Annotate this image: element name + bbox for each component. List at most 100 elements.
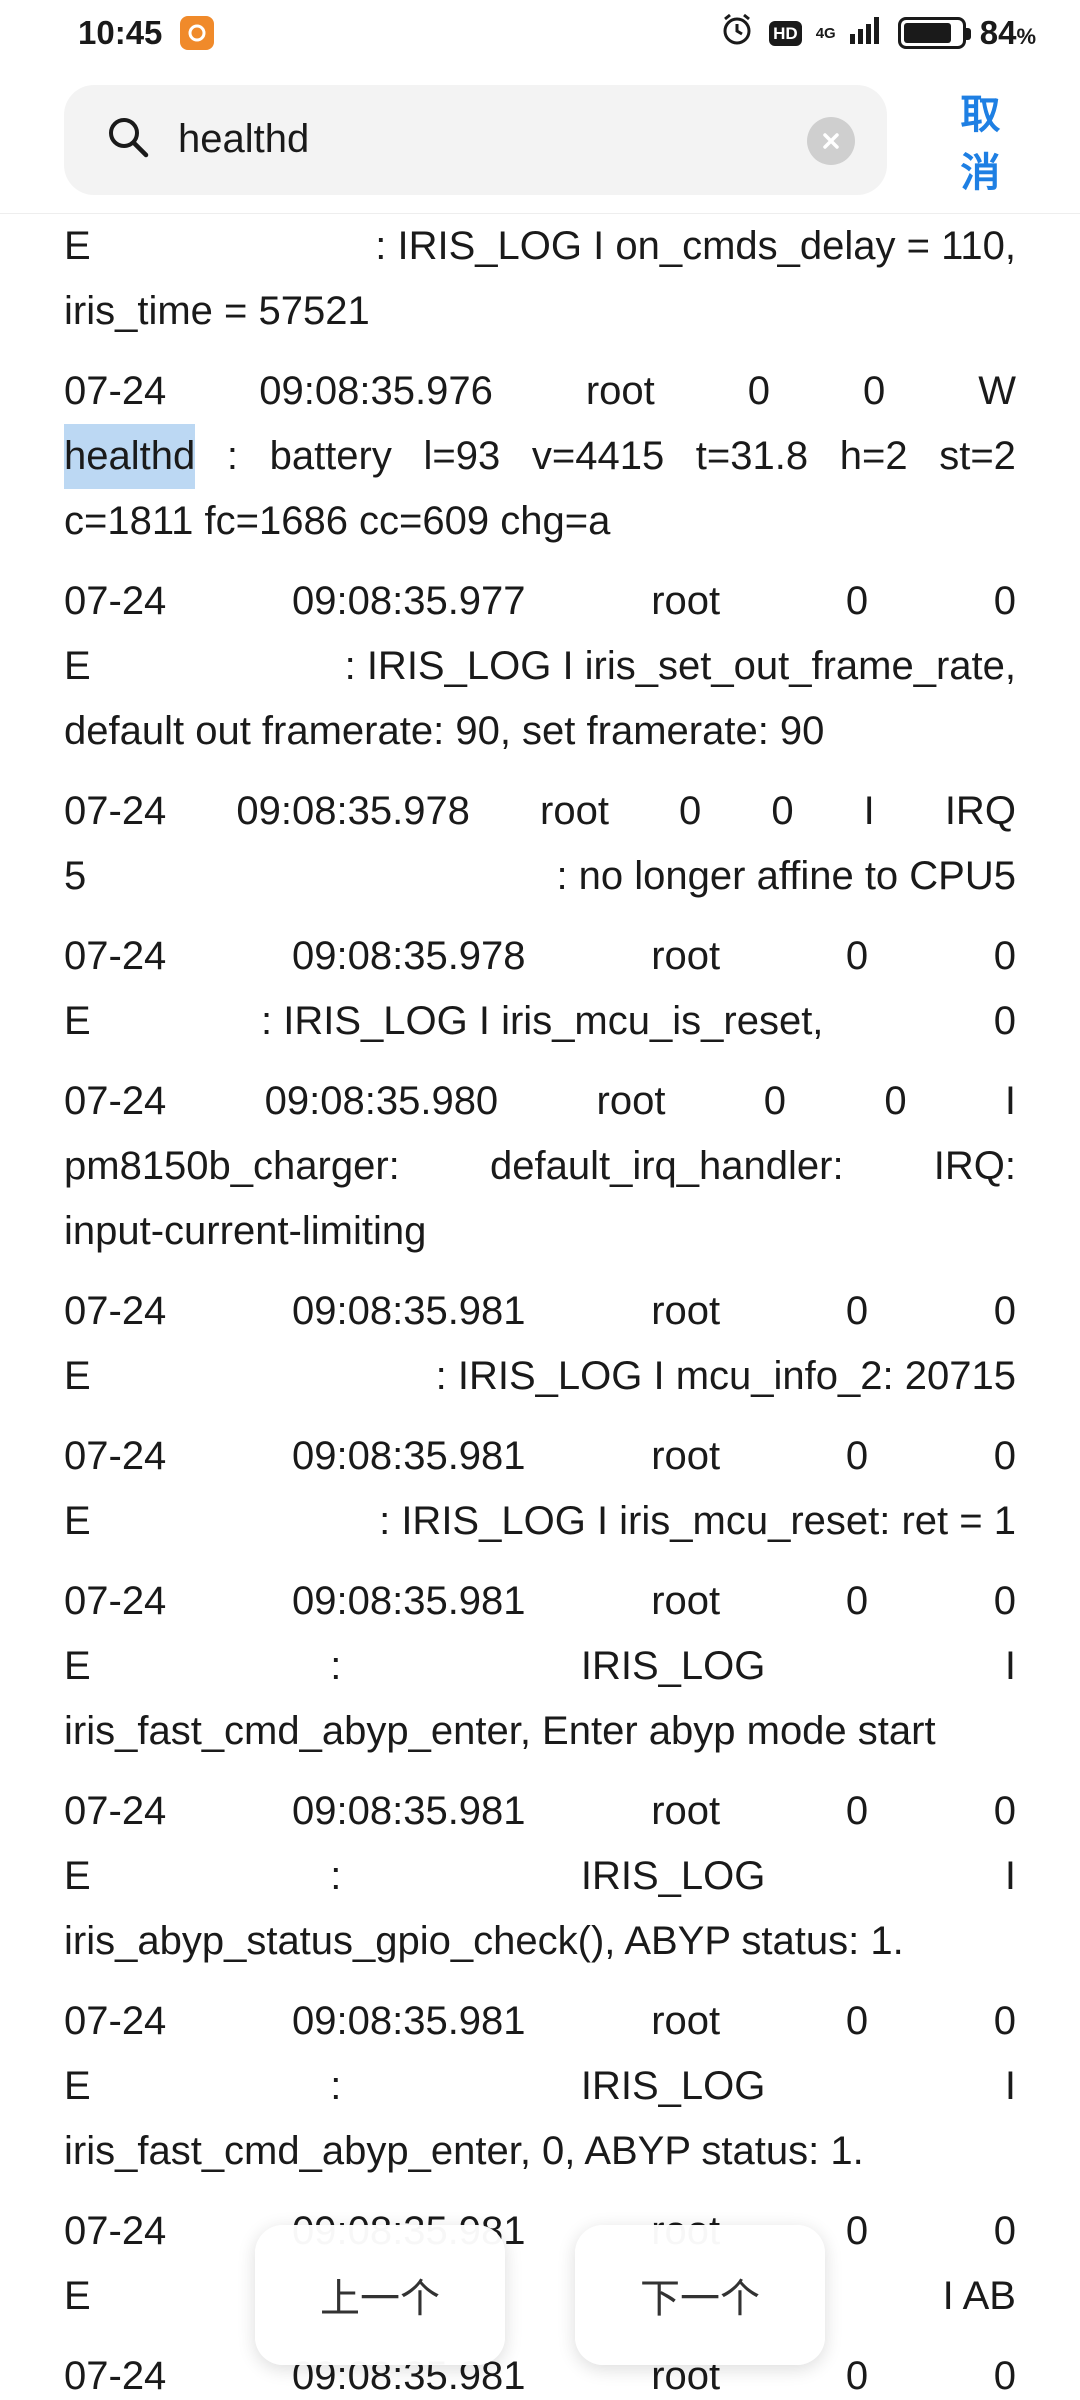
log-token: root bbox=[651, 1999, 721, 2043]
search-icon bbox=[106, 115, 150, 164]
log-token: 07-24 bbox=[64, 1579, 167, 1623]
log-token: 09:08:35.981 bbox=[291, 1289, 526, 1333]
log-token: E bbox=[64, 2274, 91, 2318]
log-token: 0 bbox=[993, 1999, 1016, 2043]
hd-voice-icon: HD bbox=[769, 20, 802, 46]
log-token: default out framerate: 90, set framerate… bbox=[64, 709, 825, 753]
log-token: 0 bbox=[679, 789, 702, 833]
log-token: 0 bbox=[993, 1579, 1016, 1623]
search-header: 取消 bbox=[0, 66, 1080, 214]
log-token: battery bbox=[269, 434, 392, 478]
log-token: I bbox=[1004, 1644, 1016, 1688]
log-token: E bbox=[64, 1354, 91, 1398]
log-token: E bbox=[64, 999, 91, 1043]
log-token: IRIS_LOG bbox=[580, 2064, 766, 2108]
log-token: 07-24 bbox=[64, 934, 167, 978]
log-token: : IRIS_LOG I on_cmds_delay = 110, bbox=[375, 224, 1016, 268]
log-token: root bbox=[596, 1079, 666, 1123]
log-token: I bbox=[1004, 1079, 1016, 1123]
log-line: E: IRIS_LOG I on_cmds_delay = 110, bbox=[64, 214, 1016, 279]
log-token: 09:08:35.981 bbox=[291, 1579, 526, 1623]
log-line: E I AB bbox=[64, 2264, 1016, 2329]
log-token: E bbox=[64, 2064, 91, 2108]
log-token: root bbox=[651, 1789, 721, 1833]
log-token: iris_fast_cmd_abyp_enter, 0, ABYP status… bbox=[64, 2129, 864, 2173]
log-token: 09:08:35.981 bbox=[291, 1789, 526, 1833]
log-token: 07-24 bbox=[64, 1789, 167, 1833]
log-token: 0 bbox=[771, 789, 794, 833]
log-token: 0 bbox=[747, 369, 771, 413]
log-token: IRIS_LOG bbox=[580, 1644, 766, 1688]
log-token: I bbox=[863, 789, 875, 833]
log-token: 07-24 bbox=[64, 1079, 167, 1123]
log-token: t=31.8 bbox=[695, 434, 809, 478]
log-line: E: IRIS_LOG I iris_mcu_is_reset,0 bbox=[64, 989, 1016, 1054]
cancel-button[interactable]: 取消 bbox=[941, 82, 1020, 198]
log-line: iris_fast_cmd_abyp_enter, 0, ABYP status… bbox=[64, 2119, 1016, 2184]
log-token: default_irq_handler: bbox=[489, 1144, 844, 1188]
log-line: default out framerate: 90, set framerate… bbox=[64, 699, 1016, 764]
log-token: root bbox=[651, 1579, 721, 1623]
log-token: E bbox=[64, 1499, 91, 1543]
clear-search-button[interactable] bbox=[806, 116, 855, 165]
log-token: root bbox=[651, 579, 721, 623]
log-token: 07-24 bbox=[64, 579, 167, 623]
log-line: E : IRIS_LOG I iris_mcu_reset: ret = 1 bbox=[64, 1489, 1016, 1554]
log-token: 07-24 bbox=[64, 789, 167, 833]
log-line: 07-24 09:08:35.977 root 0 0 bbox=[64, 569, 1016, 634]
log-line: input-current-limiting bbox=[64, 1199, 1016, 1264]
app-notification-icon bbox=[180, 16, 215, 50]
log-line: pm8150b_charger:default_irq_handler:IRQ: bbox=[64, 1134, 1016, 1199]
log-token: pm8150b_charger: bbox=[64, 1144, 400, 1188]
log-token: 07-24 bbox=[64, 2209, 167, 2253]
log-line: iris_abyp_status_gpio_check(), ABYP stat… bbox=[64, 1909, 1016, 1974]
log-token: st=2 bbox=[939, 434, 1016, 478]
log-token: 0 bbox=[845, 2354, 869, 2398]
log-token: E bbox=[64, 1854, 91, 1898]
log-token: I AB bbox=[942, 2274, 1016, 2318]
log-token: : bbox=[226, 434, 238, 478]
log-token: 09:08:35.981 bbox=[291, 1999, 526, 2043]
log-token: iris_time = 57521 bbox=[64, 289, 370, 333]
log-token: v=4415 bbox=[531, 434, 665, 478]
log-token: : bbox=[330, 2064, 342, 2108]
search-highlight: healthd bbox=[64, 424, 196, 489]
log-token: 0 bbox=[845, 1999, 869, 2043]
log-token: E bbox=[64, 644, 91, 688]
log-token: 09:08:35.976 bbox=[259, 369, 493, 413]
log-token: : IRIS_LOG I iris_mcu_reset: ret = 1 bbox=[379, 1499, 1016, 1543]
log-token: 09:08:35.977 bbox=[291, 579, 526, 623]
close-icon bbox=[823, 132, 839, 149]
log-token: I bbox=[1004, 2064, 1016, 2108]
log-token: : IRIS_LOG I iris_mcu_is_reset, bbox=[261, 999, 824, 1043]
search-input[interactable] bbox=[178, 117, 778, 162]
log-token: : bbox=[330, 1854, 342, 1898]
log-token: 0 bbox=[845, 579, 869, 623]
previous-match-button[interactable]: 上一个 bbox=[255, 2225, 505, 2365]
search-box[interactable] bbox=[64, 84, 887, 195]
log-line: 5: no longer affine to CPU5 bbox=[64, 844, 1016, 909]
next-match-button[interactable]: 下一个 bbox=[575, 2225, 825, 2365]
log-token: : IRIS_LOG I iris_set_out_frame_rate, bbox=[344, 644, 1016, 688]
log-list: E: IRIS_LOG I on_cmds_delay = 110,iris_t… bbox=[0, 214, 1080, 2400]
log-token: : no longer affine to CPU5 bbox=[556, 854, 1016, 898]
log-token: root bbox=[651, 1289, 721, 1333]
log-token: l=93 bbox=[423, 434, 501, 478]
log-token: 09:08:35.978 bbox=[236, 789, 470, 833]
log-token: 0 bbox=[993, 579, 1016, 623]
